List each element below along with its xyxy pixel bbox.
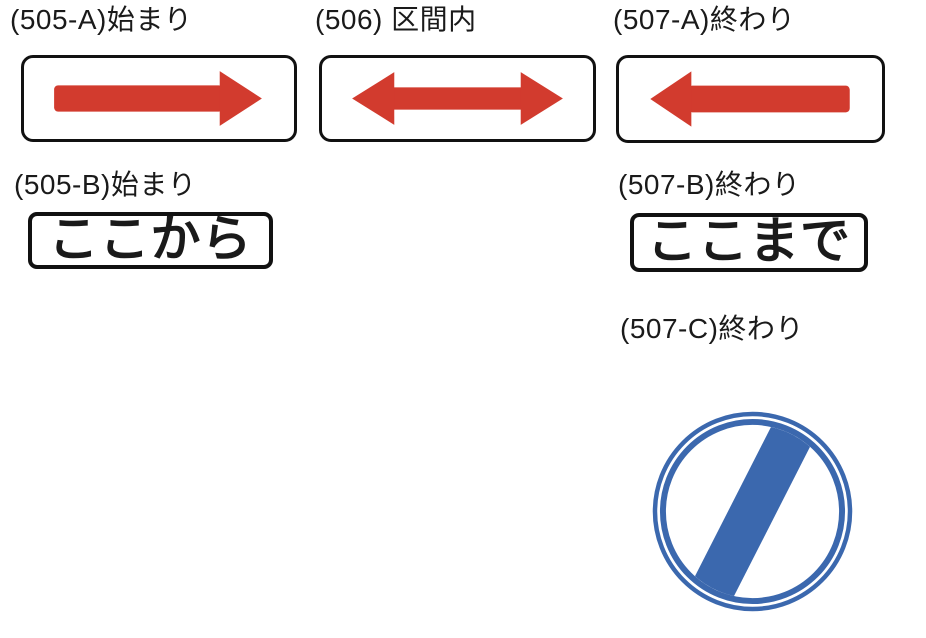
plate-text: ここから	[48, 212, 253, 267]
arrow-left-icon	[650, 71, 850, 127]
label-505-b: (505-B)始まり	[14, 169, 197, 200]
end-of-restriction-icon	[652, 411, 853, 612]
label-507-a: (507-A)終わり	[613, 4, 796, 35]
arrow-both-icon	[352, 72, 563, 125]
arrow-right-icon	[54, 71, 262, 126]
plate-506	[319, 55, 596, 142]
sign-507-c-end-circle	[652, 411, 853, 612]
label-506: (506) 区間内	[315, 4, 477, 35]
plate-507-b-koko-made: ここまで	[630, 213, 868, 272]
label-505-a: (505-A)始まり	[10, 4, 193, 35]
plate-505-a	[21, 55, 297, 142]
label-507-b: (507-B)終わり	[618, 169, 801, 200]
plate-505-b-koko-kara: ここから	[28, 212, 273, 269]
label-507-c: (507-C)終わり	[620, 313, 804, 344]
plate-text: ここまで	[647, 213, 851, 269]
plate-507-a	[616, 55, 885, 143]
